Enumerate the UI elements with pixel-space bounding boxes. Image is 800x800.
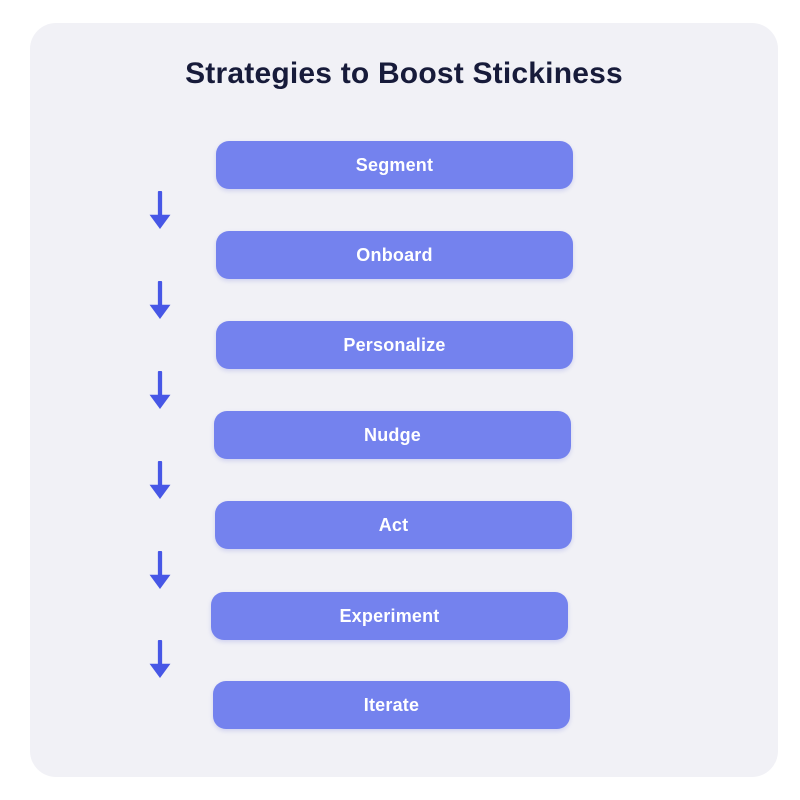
step-box-nudge: Nudge: [214, 411, 571, 459]
step-box-onboard: Onboard: [216, 231, 573, 279]
step-label: Onboard: [356, 244, 433, 265]
step-label: Nudge: [364, 424, 421, 445]
down-arrow-icon: [148, 191, 172, 229]
step-box-segment: Segment: [216, 141, 573, 189]
step-box-experiment: Experiment: [211, 592, 568, 640]
step-label: Experiment: [339, 605, 440, 626]
step-box-personalize: Personalize: [216, 321, 573, 369]
down-arrow-icon: [148, 551, 172, 589]
step-label: Iterate: [363, 694, 420, 715]
step-box-act: Act: [215, 501, 572, 549]
diagram-title: Strategies to Boost Stickiness: [185, 57, 623, 90]
step-label: Personalize: [343, 334, 446, 355]
step-label: Segment: [355, 154, 434, 175]
down-arrow-icon: [148, 640, 172, 678]
down-arrow-icon: [148, 281, 172, 319]
down-arrow-icon: [148, 461, 172, 499]
down-arrow-icon: [148, 371, 172, 409]
step-label: Act: [378, 514, 409, 535]
step-box-iterate: Iterate: [213, 681, 570, 729]
diagram-card: Strategies to Boost Stickiness Segment O…: [30, 23, 778, 777]
